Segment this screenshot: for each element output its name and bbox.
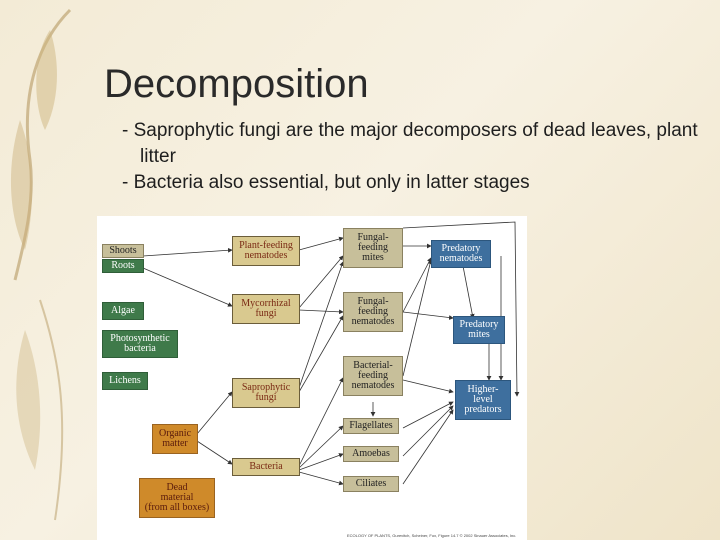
- node-organic-matter: Organic matter: [152, 424, 198, 454]
- node-dead-material: Dead material (from all boxes): [139, 478, 215, 518]
- food-web-diagram: Shoots Roots Algae Photosynthetic bacter…: [97, 216, 527, 540]
- node-lichens: Lichens: [102, 372, 148, 390]
- node-photosynthetic-bacteria: Photosynthetic bacteria: [102, 330, 178, 358]
- node-bacterial-feeding-nematodes: Bacterial- feeding nematodes: [343, 356, 403, 396]
- node-higher-level-predators: Higher- level predators: [455, 380, 511, 420]
- bullet-item: - Saprophytic fungi are the major decomp…: [122, 120, 698, 167]
- node-bacteria: Bacteria: [232, 458, 300, 476]
- node-fungal-feeding-nematodes: Fungal- feeding nematodes: [343, 292, 403, 332]
- leaf-decoration: [10, 8, 72, 521]
- node-roots: Roots: [102, 259, 144, 273]
- node-fungal-feeding-mites: Fungal- feeding mites: [343, 228, 403, 268]
- node-mycorrhizal-fungi: Mycorrhizal fungi: [232, 294, 300, 324]
- node-ciliates: Ciliates: [343, 476, 399, 492]
- node-flagellates: Flagellates: [343, 418, 399, 434]
- node-predatory-nematodes: Predatory nematodes: [431, 240, 491, 268]
- figure-credit: ECOLOGY OF PLANTS, Gurevitch, Scheiner, …: [347, 533, 517, 538]
- node-saprophytic-fungi: Saprophytic fungi: [232, 378, 300, 408]
- bullet-item: - Bacteria also essential, but only in l…: [122, 172, 530, 193]
- node-algae: Algae: [102, 302, 144, 320]
- bullet-list: - Saprophytic fungi are the major decomp…: [122, 118, 702, 196]
- node-predatory-mites: Predatory mites: [453, 316, 505, 344]
- node-plant-feeding-nematodes: Plant-feeding nematodes: [232, 236, 300, 266]
- node-amoebas: Amoebas: [343, 446, 399, 462]
- food-web-arrows: [142, 221, 520, 486]
- node-shoots: Shoots: [102, 244, 144, 258]
- slide-title: Decomposition: [104, 62, 369, 106]
